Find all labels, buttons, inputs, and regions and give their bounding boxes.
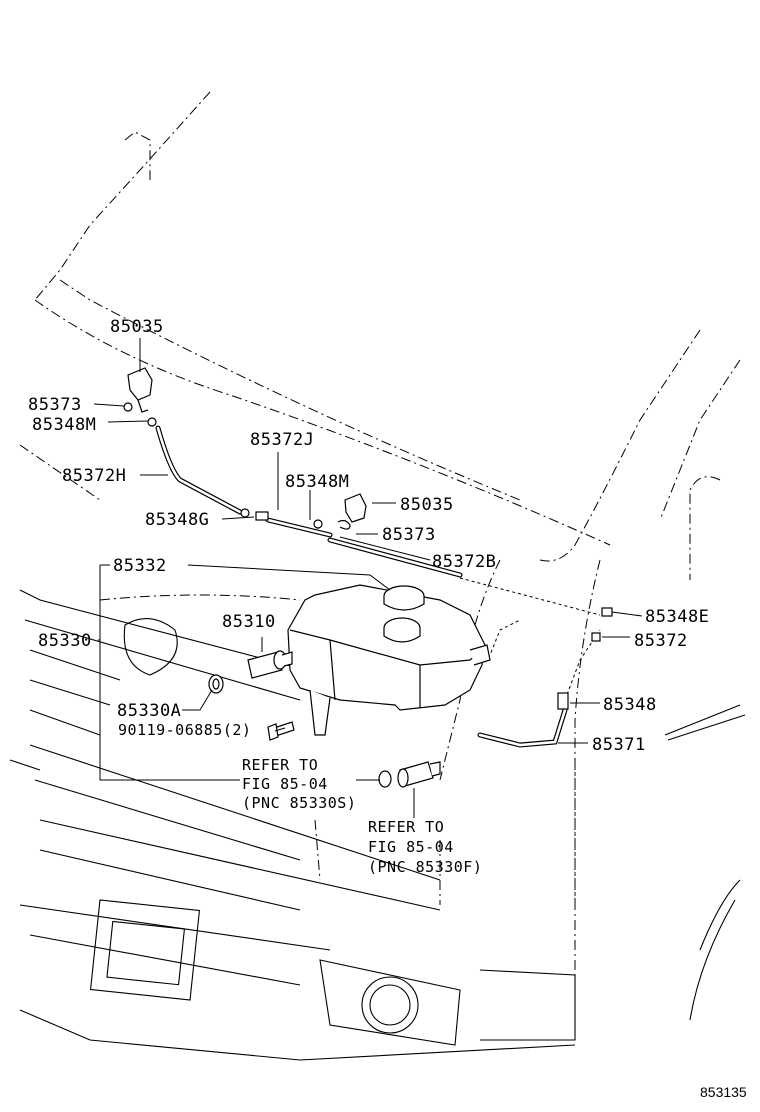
label-85330A: 85330A xyxy=(117,701,181,721)
ref2-line2: FIG 85-04 xyxy=(368,838,454,856)
pump-grommet xyxy=(208,674,224,694)
ref1-line1: REFER TO xyxy=(242,756,318,774)
label-85035-right: 85035 xyxy=(400,495,454,515)
washer-nozzle-left xyxy=(127,367,153,413)
label-85372J: 85372J xyxy=(250,430,314,450)
hose-joints xyxy=(123,402,613,710)
label-85348M-right: 85348M xyxy=(285,472,349,492)
reference-note-85330S: REFER TO FIG 85-04 (PNC 85330S) xyxy=(242,756,356,812)
washer-pump xyxy=(247,650,293,679)
label-85373-right: 85373 xyxy=(382,525,436,545)
label-90119-06885: 90119-06885(2) xyxy=(118,721,251,739)
ref1-line3: (PNC 85330S) xyxy=(242,794,356,812)
vehicle-body-outline xyxy=(9,91,746,1061)
ref1-line2: FIG 85-04 xyxy=(242,775,328,793)
reference-note-85330F: REFER TO FIG 85-04 (PNC 85330F) xyxy=(368,818,482,876)
label-85348G: 85348G xyxy=(145,510,209,530)
label-85035-left: 85035 xyxy=(110,317,164,337)
label-85348E: 85348E xyxy=(645,607,709,627)
label-85332: 85332 xyxy=(113,556,167,576)
figure-id: 853135 xyxy=(700,1084,747,1100)
leader-lines xyxy=(93,338,643,818)
label-85348M-left: 85348M xyxy=(32,415,96,435)
part-labels: 85035 85373 85348M 85372H 85372J 85348M … xyxy=(28,317,709,755)
label-85372: 85372 xyxy=(634,631,688,651)
label-85348: 85348 xyxy=(603,695,657,715)
ref2-line1: REFER TO xyxy=(368,818,444,836)
washer-nozzle-right xyxy=(344,493,367,523)
label-85371: 85371 xyxy=(592,735,646,755)
filler-cap xyxy=(383,585,425,611)
label-85372H: 85372H xyxy=(62,466,126,486)
label-85373-left: 85373 xyxy=(28,395,82,415)
mounting-bolt xyxy=(267,721,295,741)
ref2-line3: (PNC 85330F) xyxy=(368,858,482,876)
washer-fluid-reservoir xyxy=(287,584,491,736)
label-85372B: 85372B xyxy=(432,552,496,572)
referenced-pump-assembly xyxy=(378,761,441,788)
label-85330: 85330 xyxy=(38,631,92,651)
label-85310: 85310 xyxy=(222,612,276,632)
